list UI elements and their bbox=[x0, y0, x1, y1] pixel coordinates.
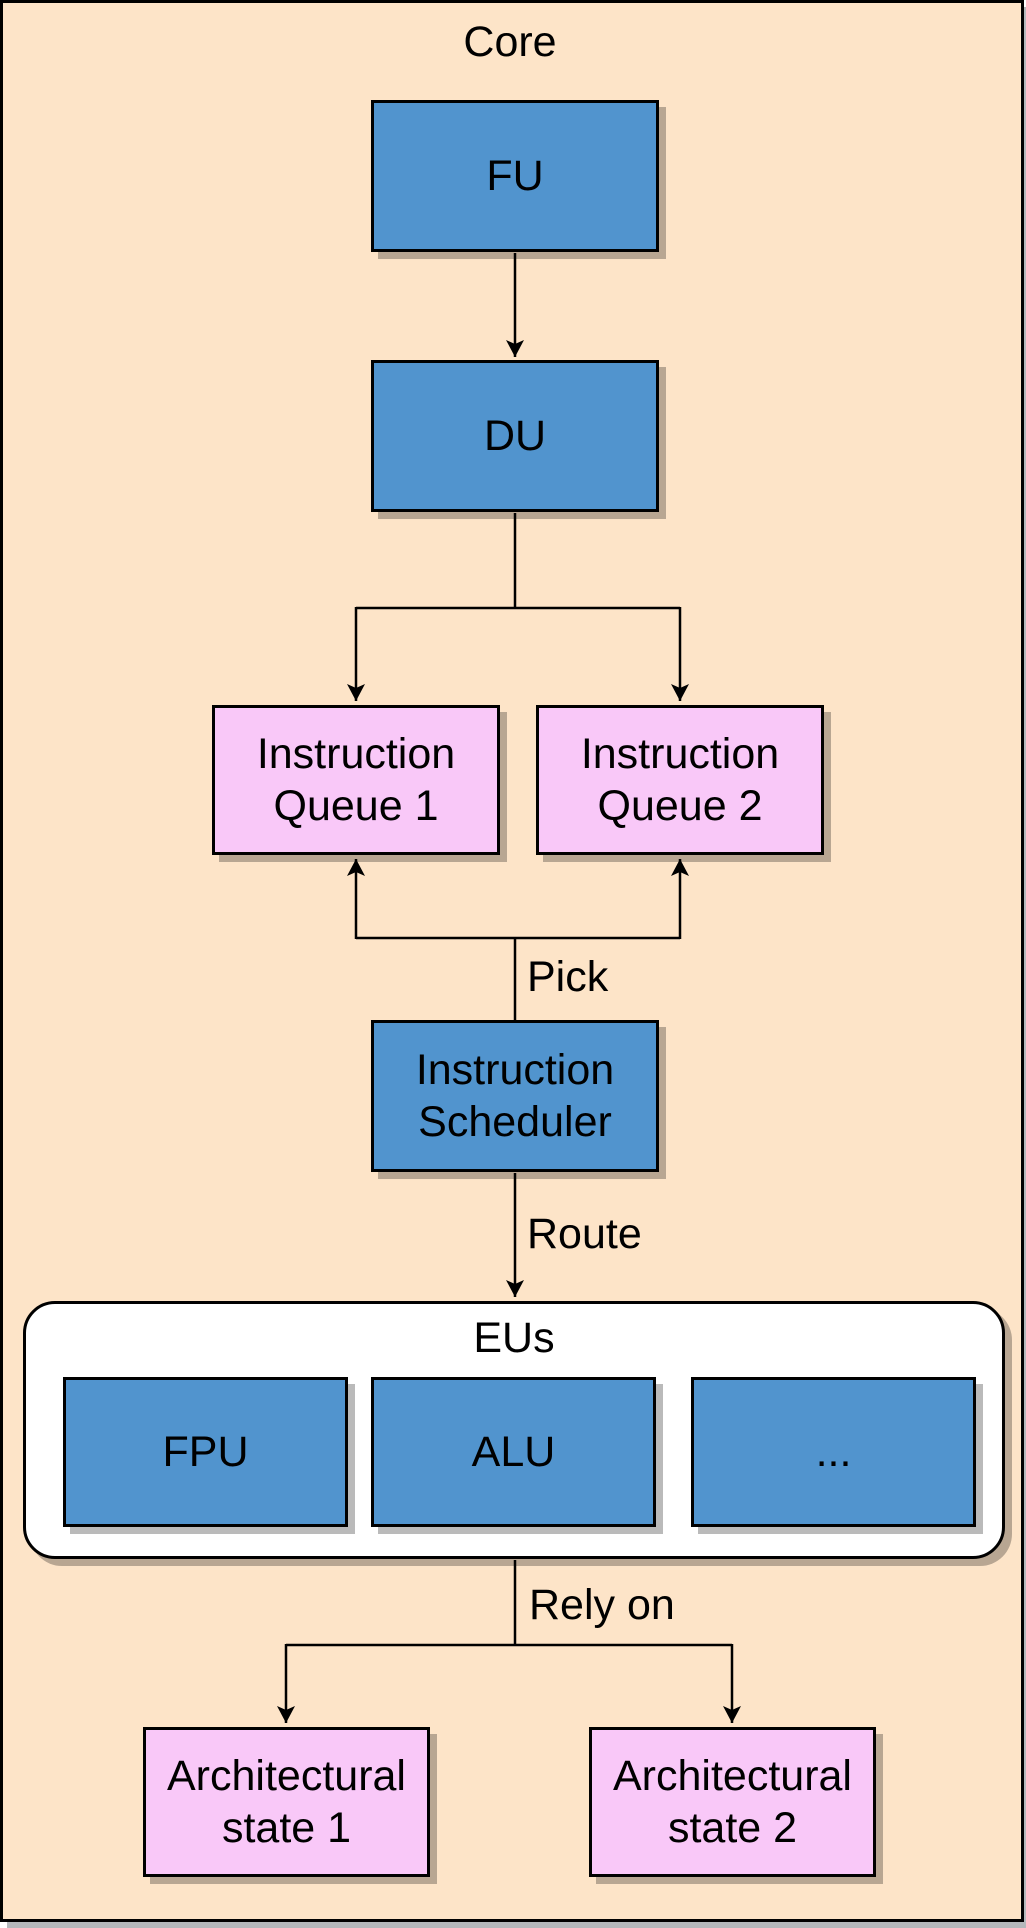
edge-label-pick: Pick bbox=[527, 953, 609, 1001]
edge-label-rely-on: Rely on bbox=[529, 1581, 675, 1629]
edge-label-route: Route bbox=[527, 1210, 642, 1258]
eus-title: EUs bbox=[473, 1314, 555, 1362]
node-more-eus: ... bbox=[691, 1377, 976, 1527]
node-fpu: FPU bbox=[63, 1377, 348, 1527]
node-instruction-queue-1: Instruction Queue 1 bbox=[212, 705, 500, 855]
node-instruction-scheduler: Instruction Scheduler bbox=[371, 1020, 659, 1172]
node-alu: ALU bbox=[371, 1377, 656, 1527]
node-du: DU bbox=[371, 360, 659, 512]
core-title: Core bbox=[463, 18, 557, 66]
node-architectural-state-2: Architectural state 2 bbox=[589, 1727, 876, 1877]
node-fu: FU bbox=[371, 100, 659, 252]
eus-container: EUs FPU ALU ... bbox=[23, 1301, 1005, 1559]
node-instruction-queue-2: Instruction Queue 2 bbox=[536, 705, 824, 855]
node-architectural-state-1: Architectural state 1 bbox=[143, 1727, 430, 1877]
